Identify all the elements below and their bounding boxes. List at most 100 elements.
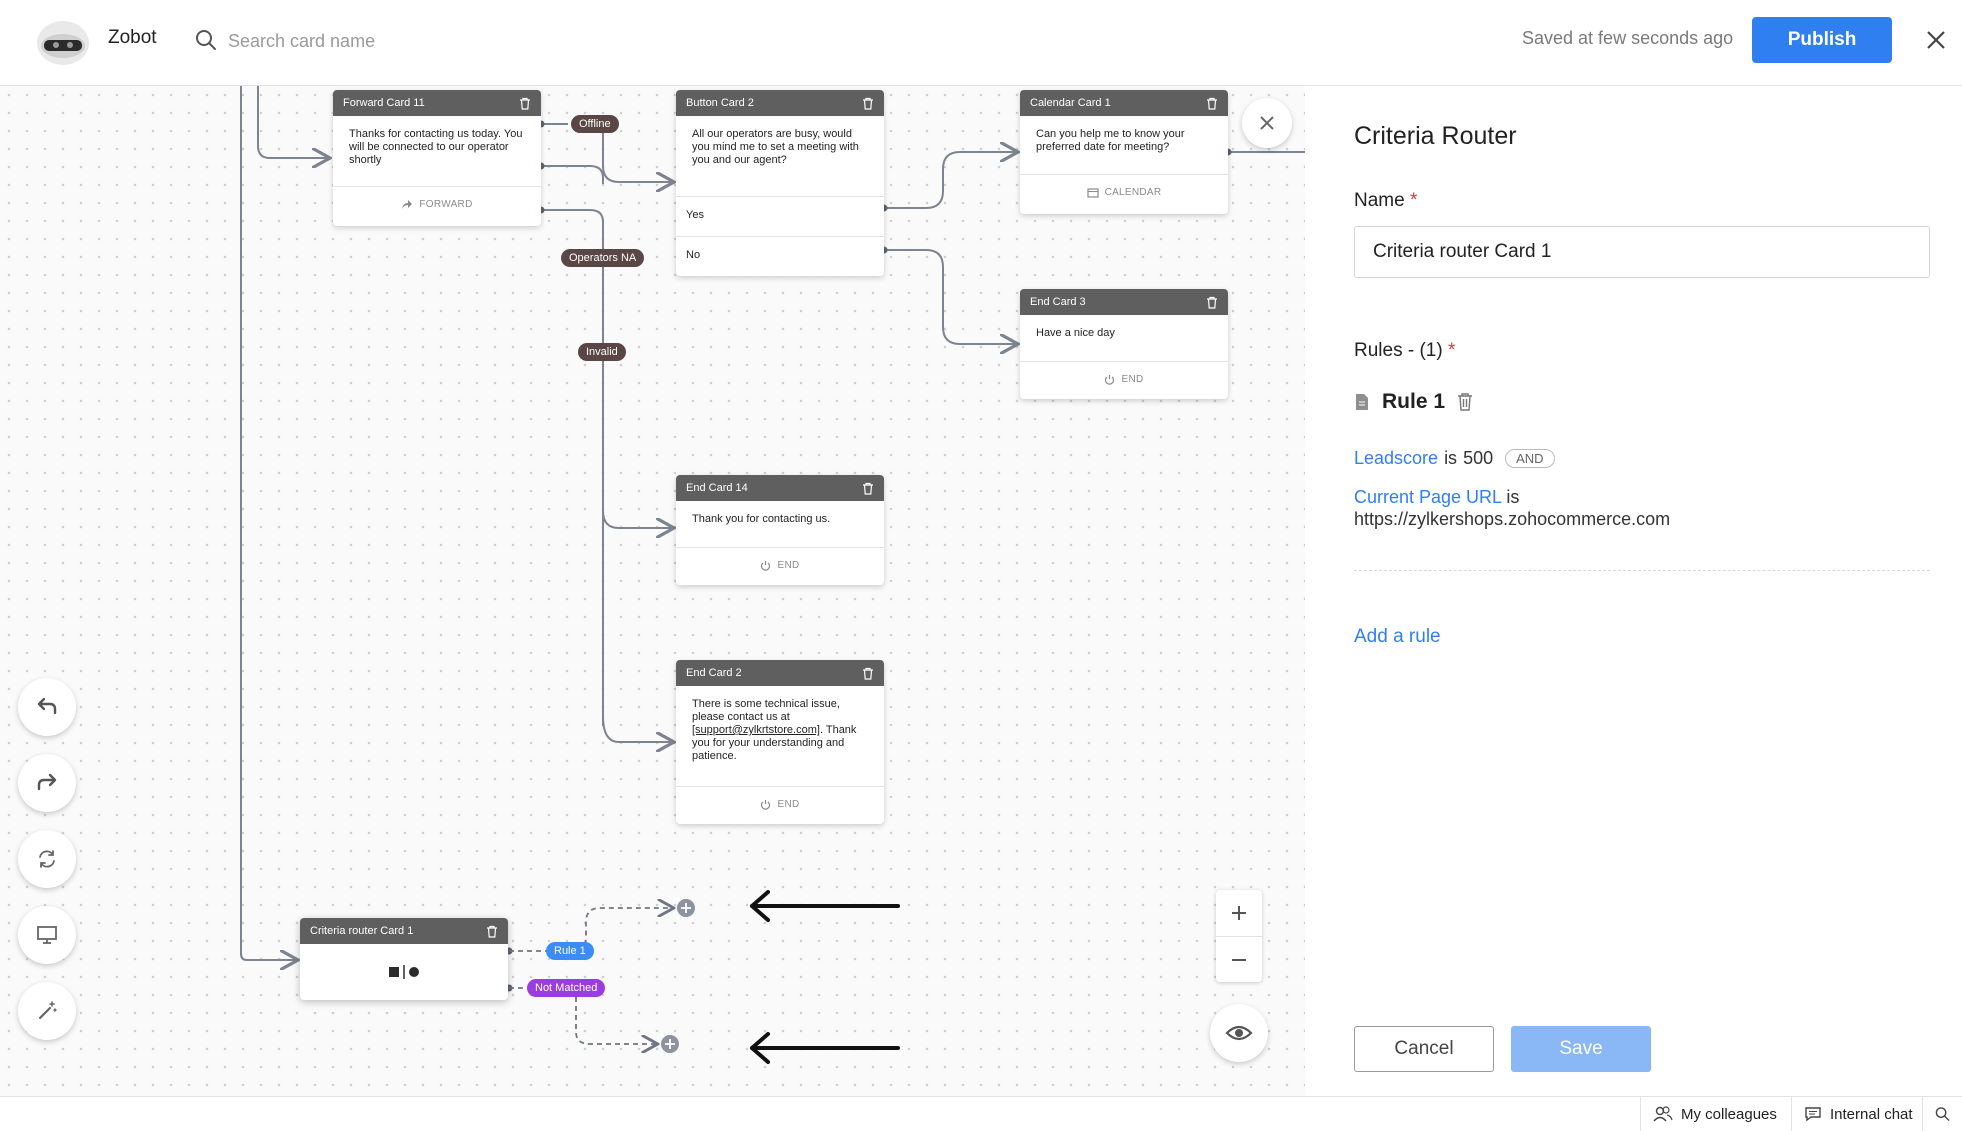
add-rule-link[interactable]: Add a rule <box>1354 626 1441 647</box>
minus-icon <box>1232 958 1246 961</box>
trash-icon[interactable] <box>862 97 874 110</box>
card-title: End Card 2 <box>686 667 742 679</box>
wire-label-not-matched[interactable]: Not Matched <box>527 979 606 997</box>
trash-icon[interactable] <box>862 667 874 680</box>
magic-wand-icon <box>38 1001 57 1020</box>
rule-condition-2: Current Page URL is https://zylkershops.… <box>1354 486 1670 530</box>
plus-icon <box>1232 906 1246 920</box>
button-option-yes[interactable]: Yes <box>676 196 884 236</box>
power-icon <box>761 800 771 810</box>
card-footer: CALENDAR <box>1020 174 1228 210</box>
card-message-text: There is some technical issue, please co… <box>692 698 840 723</box>
top-header: Zobot Saved at few seconds ago Publish <box>0 0 1962 86</box>
zoom-in-button[interactable] <box>1216 890 1262 936</box>
rules-label-text: Rules - (1) <box>1354 340 1443 361</box>
card-footer: END <box>676 547 884 583</box>
forward-card[interactable]: Forward Card 11 Thanks for contacting us… <box>333 90 541 226</box>
refresh-icon <box>39 850 55 868</box>
bottom-bar: My colleagues Internal chat <box>0 1096 1962 1131</box>
required-mark: * <box>1447 340 1456 361</box>
refresh-button[interactable] <box>18 830 76 888</box>
criteria-router-card[interactable]: Criteria router Card 1 <box>300 918 508 1000</box>
trash-icon[interactable] <box>1206 296 1218 309</box>
rules-label: Rules - (1) * <box>1354 340 1455 362</box>
required-mark: * <box>1409 190 1418 211</box>
wire-label-operators-na[interactable]: Operators NA <box>561 249 645 267</box>
redo-icon <box>37 773 57 791</box>
internal-chat-button[interactable]: Internal chat <box>1791 1097 1925 1131</box>
condition-operator: is <box>1506 487 1520 507</box>
card-footer-label: FORWARD <box>419 199 473 210</box>
monitor-icon <box>37 926 57 944</box>
card-message: Thank you for contacting us. <box>692 513 831 525</box>
power-icon <box>1105 375 1115 385</box>
card-name-input[interactable] <box>1354 226 1930 278</box>
rule-item[interactable]: Rule 1 <box>1354 390 1473 414</box>
condition-operator: is <box>1444 448 1458 468</box>
undo-button[interactable] <box>18 678 76 736</box>
redo-button[interactable] <box>18 754 76 812</box>
power-icon <box>761 561 771 571</box>
name-label-text: Name <box>1354 190 1405 211</box>
button-card[interactable]: Button Card 2 All our operators are busy… <box>676 90 884 276</box>
end-card-3[interactable]: End Card 3 Have a nice day END <box>1020 289 1228 399</box>
preview-button[interactable] <box>1210 1004 1268 1062</box>
card-search-input[interactable] <box>228 24 588 58</box>
condition-field-link[interactable]: Current Page URL <box>1354 487 1502 507</box>
bottom-search-button[interactable] <box>1922 1097 1962 1131</box>
card-header: End Card 3 <box>1020 289 1228 315</box>
wire-label-offline[interactable]: Offline <box>571 115 619 133</box>
my-colleagues-button[interactable]: My colleagues <box>1640 1097 1789 1131</box>
card-header: Calendar Card 1 <box>1020 90 1228 116</box>
trash-icon[interactable] <box>862 482 874 495</box>
card-header: End Card 2 <box>676 660 884 686</box>
publish-button[interactable]: Publish <box>1752 17 1892 63</box>
eye-icon <box>1225 1025 1253 1041</box>
panel-title: Criteria Router <box>1354 122 1517 150</box>
save-status: Saved at few seconds ago <box>1522 28 1734 48</box>
button-option-no[interactable]: No <box>676 236 884 276</box>
card-title: End Card 3 <box>1030 296 1086 308</box>
trash-icon[interactable] <box>1457 392 1473 412</box>
close-panel-button[interactable] <box>1242 98 1292 148</box>
criteria-router-panel: Criteria Router Name * Rules - (1) * Rul… <box>1305 86 1962 1096</box>
add-node-icon <box>661 899 695 1053</box>
zobot-logo-icon <box>37 21 89 65</box>
card-footer-label: END <box>777 560 800 571</box>
app-title: Zobot <box>108 27 157 48</box>
card-title: Button Card 2 <box>686 97 754 109</box>
card-footer-label: END <box>1121 374 1144 385</box>
end-card-2[interactable]: End Card 2 There is some technical issue… <box>676 660 884 824</box>
card-message: Can you help me to know your preferred d… <box>1036 128 1185 153</box>
trash-icon[interactable] <box>486 925 498 938</box>
auto-arrange-button[interactable] <box>18 982 76 1040</box>
card-footer: FORWARD <box>333 186 541 222</box>
card-message: Have a nice day <box>1036 327 1115 339</box>
support-email-link[interactable]: [support@zylkrtstore.com] <box>692 724 820 736</box>
save-button[interactable]: Save <box>1511 1026 1651 1072</box>
internal-chat-label: Internal chat <box>1830 1105 1913 1123</box>
wire-label-invalid[interactable]: Invalid <box>578 343 626 361</box>
trash-icon[interactable] <box>519 97 531 110</box>
zoom-out-button[interactable] <box>1216 936 1262 982</box>
preview-desktop-button[interactable] <box>18 906 76 964</box>
my-colleagues-label: My colleagues <box>1681 1105 1777 1123</box>
cancel-button[interactable]: Cancel <box>1354 1026 1494 1072</box>
trash-icon[interactable] <box>1206 97 1218 110</box>
name-label: Name * <box>1354 190 1417 212</box>
document-icon <box>1356 394 1368 410</box>
card-header: End Card 14 <box>676 475 884 501</box>
wire-label-rule1[interactable]: Rule 1 <box>546 942 594 960</box>
flow-canvas[interactable]: Offline Operators NA Invalid Rule 1 Not … <box>0 86 1305 1096</box>
card-header: Forward Card 11 <box>333 90 541 116</box>
card-message-text: . Thank you for your understanding and p… <box>692 724 857 762</box>
rule-name[interactable]: Rule 1 <box>1382 390 1446 413</box>
search-icon[interactable] <box>194 28 218 52</box>
end-card-14[interactable]: End Card 14 Thank you for contacting us.… <box>676 475 884 585</box>
close-icon[interactable] <box>1922 26 1950 54</box>
annotation-arrows <box>750 890 900 1064</box>
condition-field-link[interactable]: Leadscore <box>1354 448 1439 468</box>
card-title: Forward Card 11 <box>343 97 425 109</box>
calendar-card[interactable]: Calendar Card 1 Can you help me to know … <box>1020 90 1228 214</box>
condition-value: 500 <box>1463 448 1494 468</box>
